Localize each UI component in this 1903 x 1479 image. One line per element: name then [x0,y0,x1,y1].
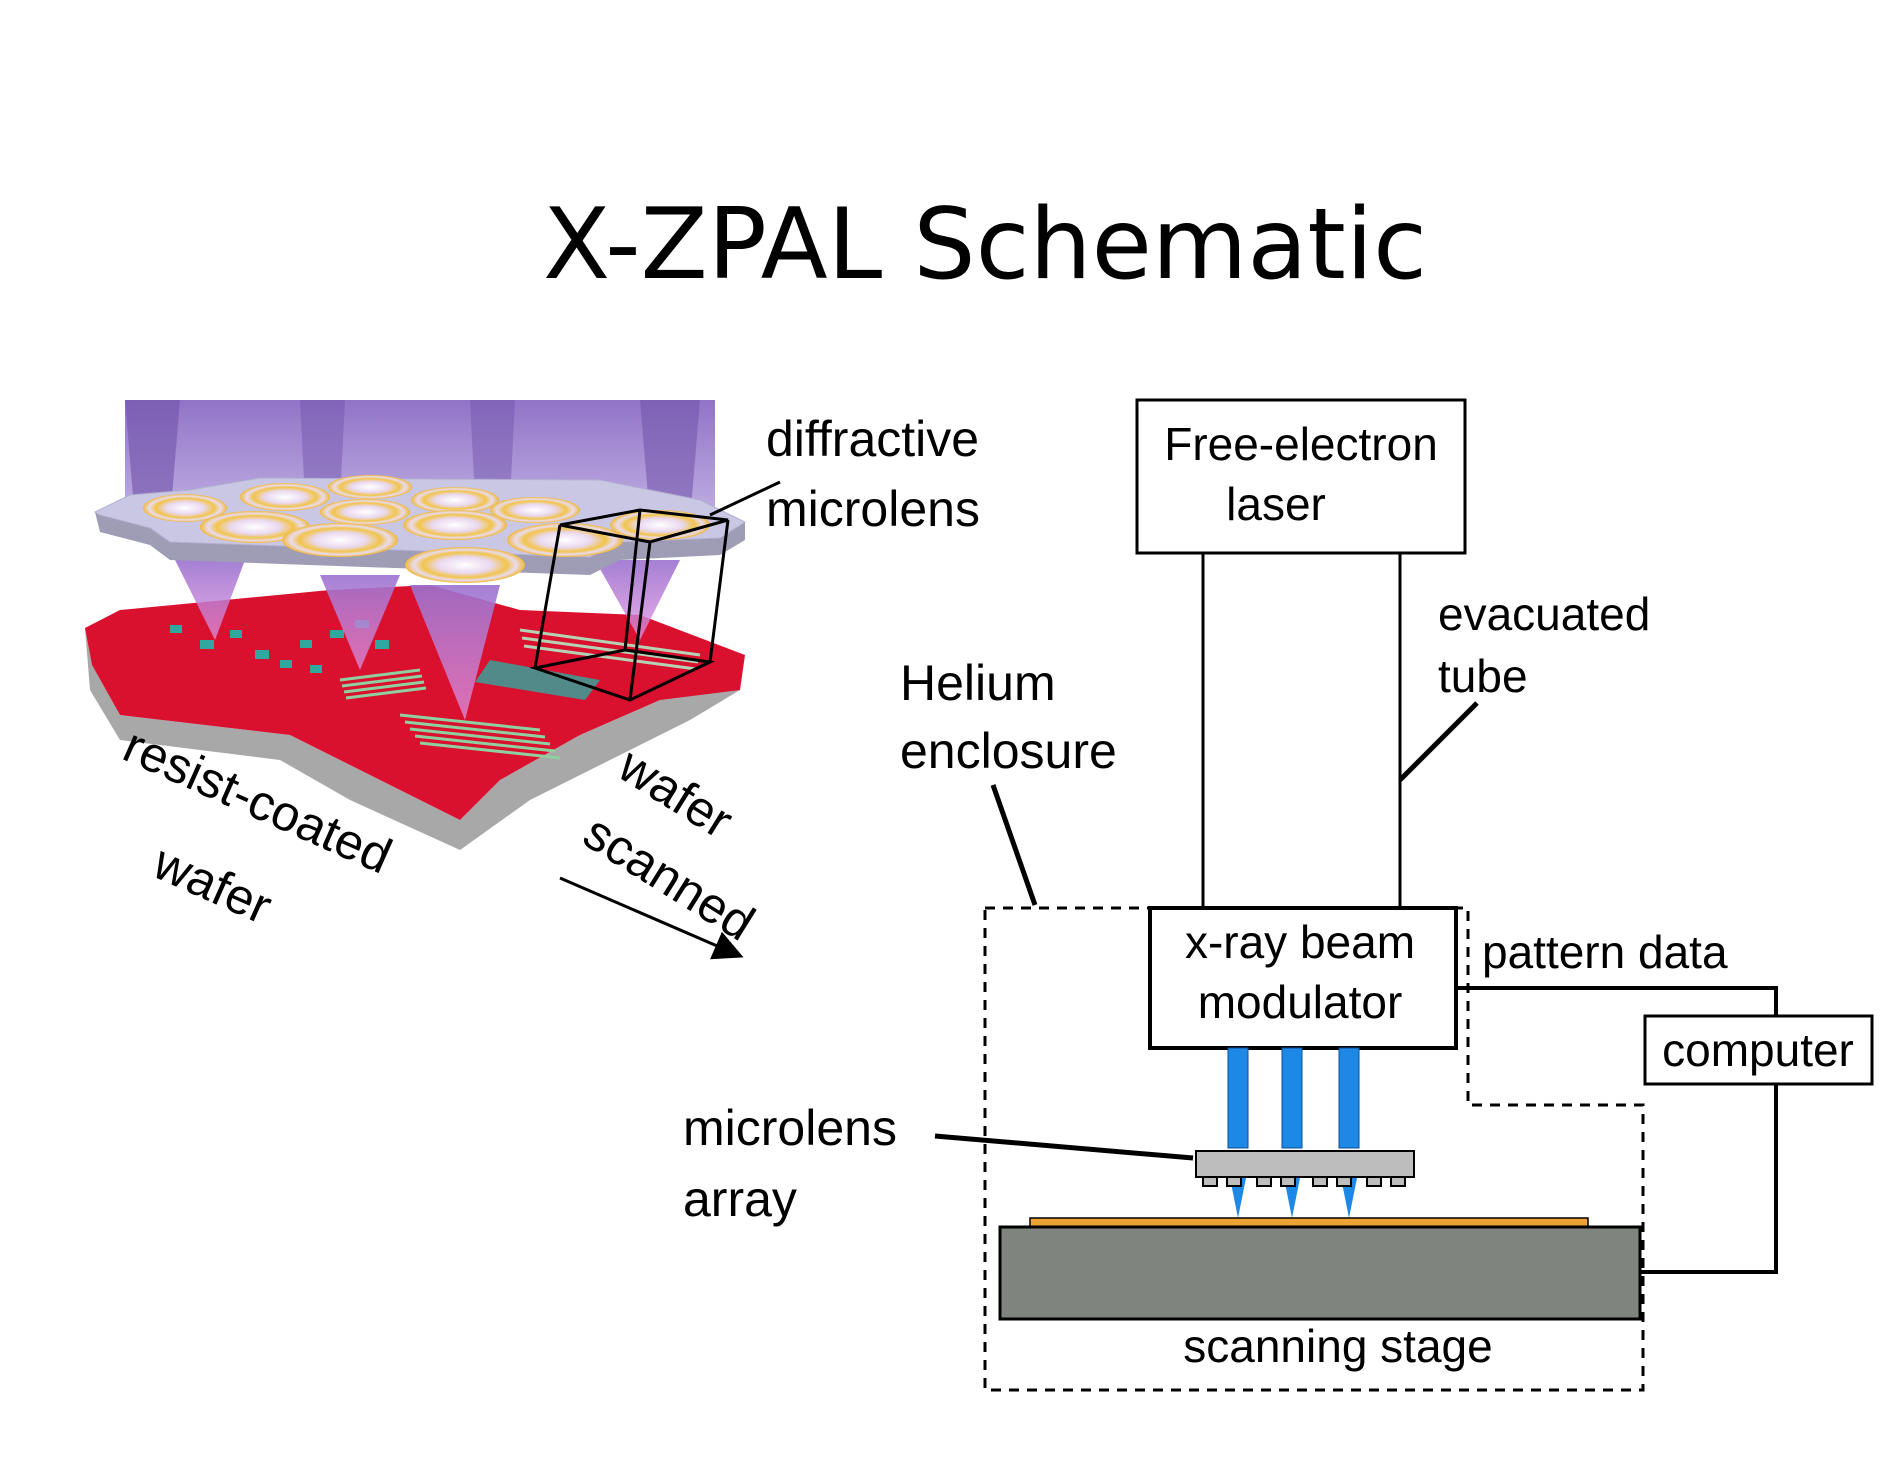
computer-label: computer [1662,1024,1854,1076]
helium-enclosure-outline [983,906,1645,1392]
computer-stage-line [1640,1084,1778,1274]
page-title: X-ZPAL Schematic [543,188,1427,302]
focusing-cones [175,560,680,720]
array-leader-line [934,1133,1194,1161]
microlens-teeth [1202,1176,1406,1187]
lens-leader-line [709,480,781,517]
scan-arrow [559,876,744,960]
wafer-illustration [85,400,781,960]
label-wafer-scanned-2: scanned [574,804,764,952]
pattern-data-line [1456,986,1778,1016]
stage-label: scanning stage [1183,1320,1492,1372]
pattern-data-label: pattern data [1482,926,1728,978]
label-microlens: microlens [766,481,980,537]
array-label-1: microlens [683,1100,897,1156]
modulator-box [1148,906,1458,1050]
label-diffractive: diffractive [766,411,979,467]
computer-box [1643,1014,1874,1086]
tube-label-1: evacuated [1438,588,1650,640]
array-label-2: array [683,1171,797,1227]
modulator-label-2: modulator [1198,976,1403,1028]
fel-box [1135,398,1467,555]
tube-label-2: tube [1438,650,1528,702]
scanning-stage [998,1225,1642,1321]
resist-layer [85,585,745,820]
modulator-label-1: x-ray beam [1185,916,1415,968]
highlight-box [529,508,730,702]
helium-label-2: enclosure [900,723,1117,779]
zone-plates [143,475,710,583]
fel-label-2: laser [1226,478,1326,530]
wafer-patterns [170,620,701,760]
tube-leader-line [1398,701,1479,782]
helium-label-1: Helium [900,655,1056,711]
fel-label-1: Free-electron [1164,418,1438,470]
wafer-side [85,628,740,850]
helium-leader-line [990,784,1038,906]
xray-beams [1227,1047,1360,1218]
label-resist-wafer: wafer [145,833,280,934]
lens-plate-side [95,512,745,575]
microlens-array [1195,1150,1415,1178]
